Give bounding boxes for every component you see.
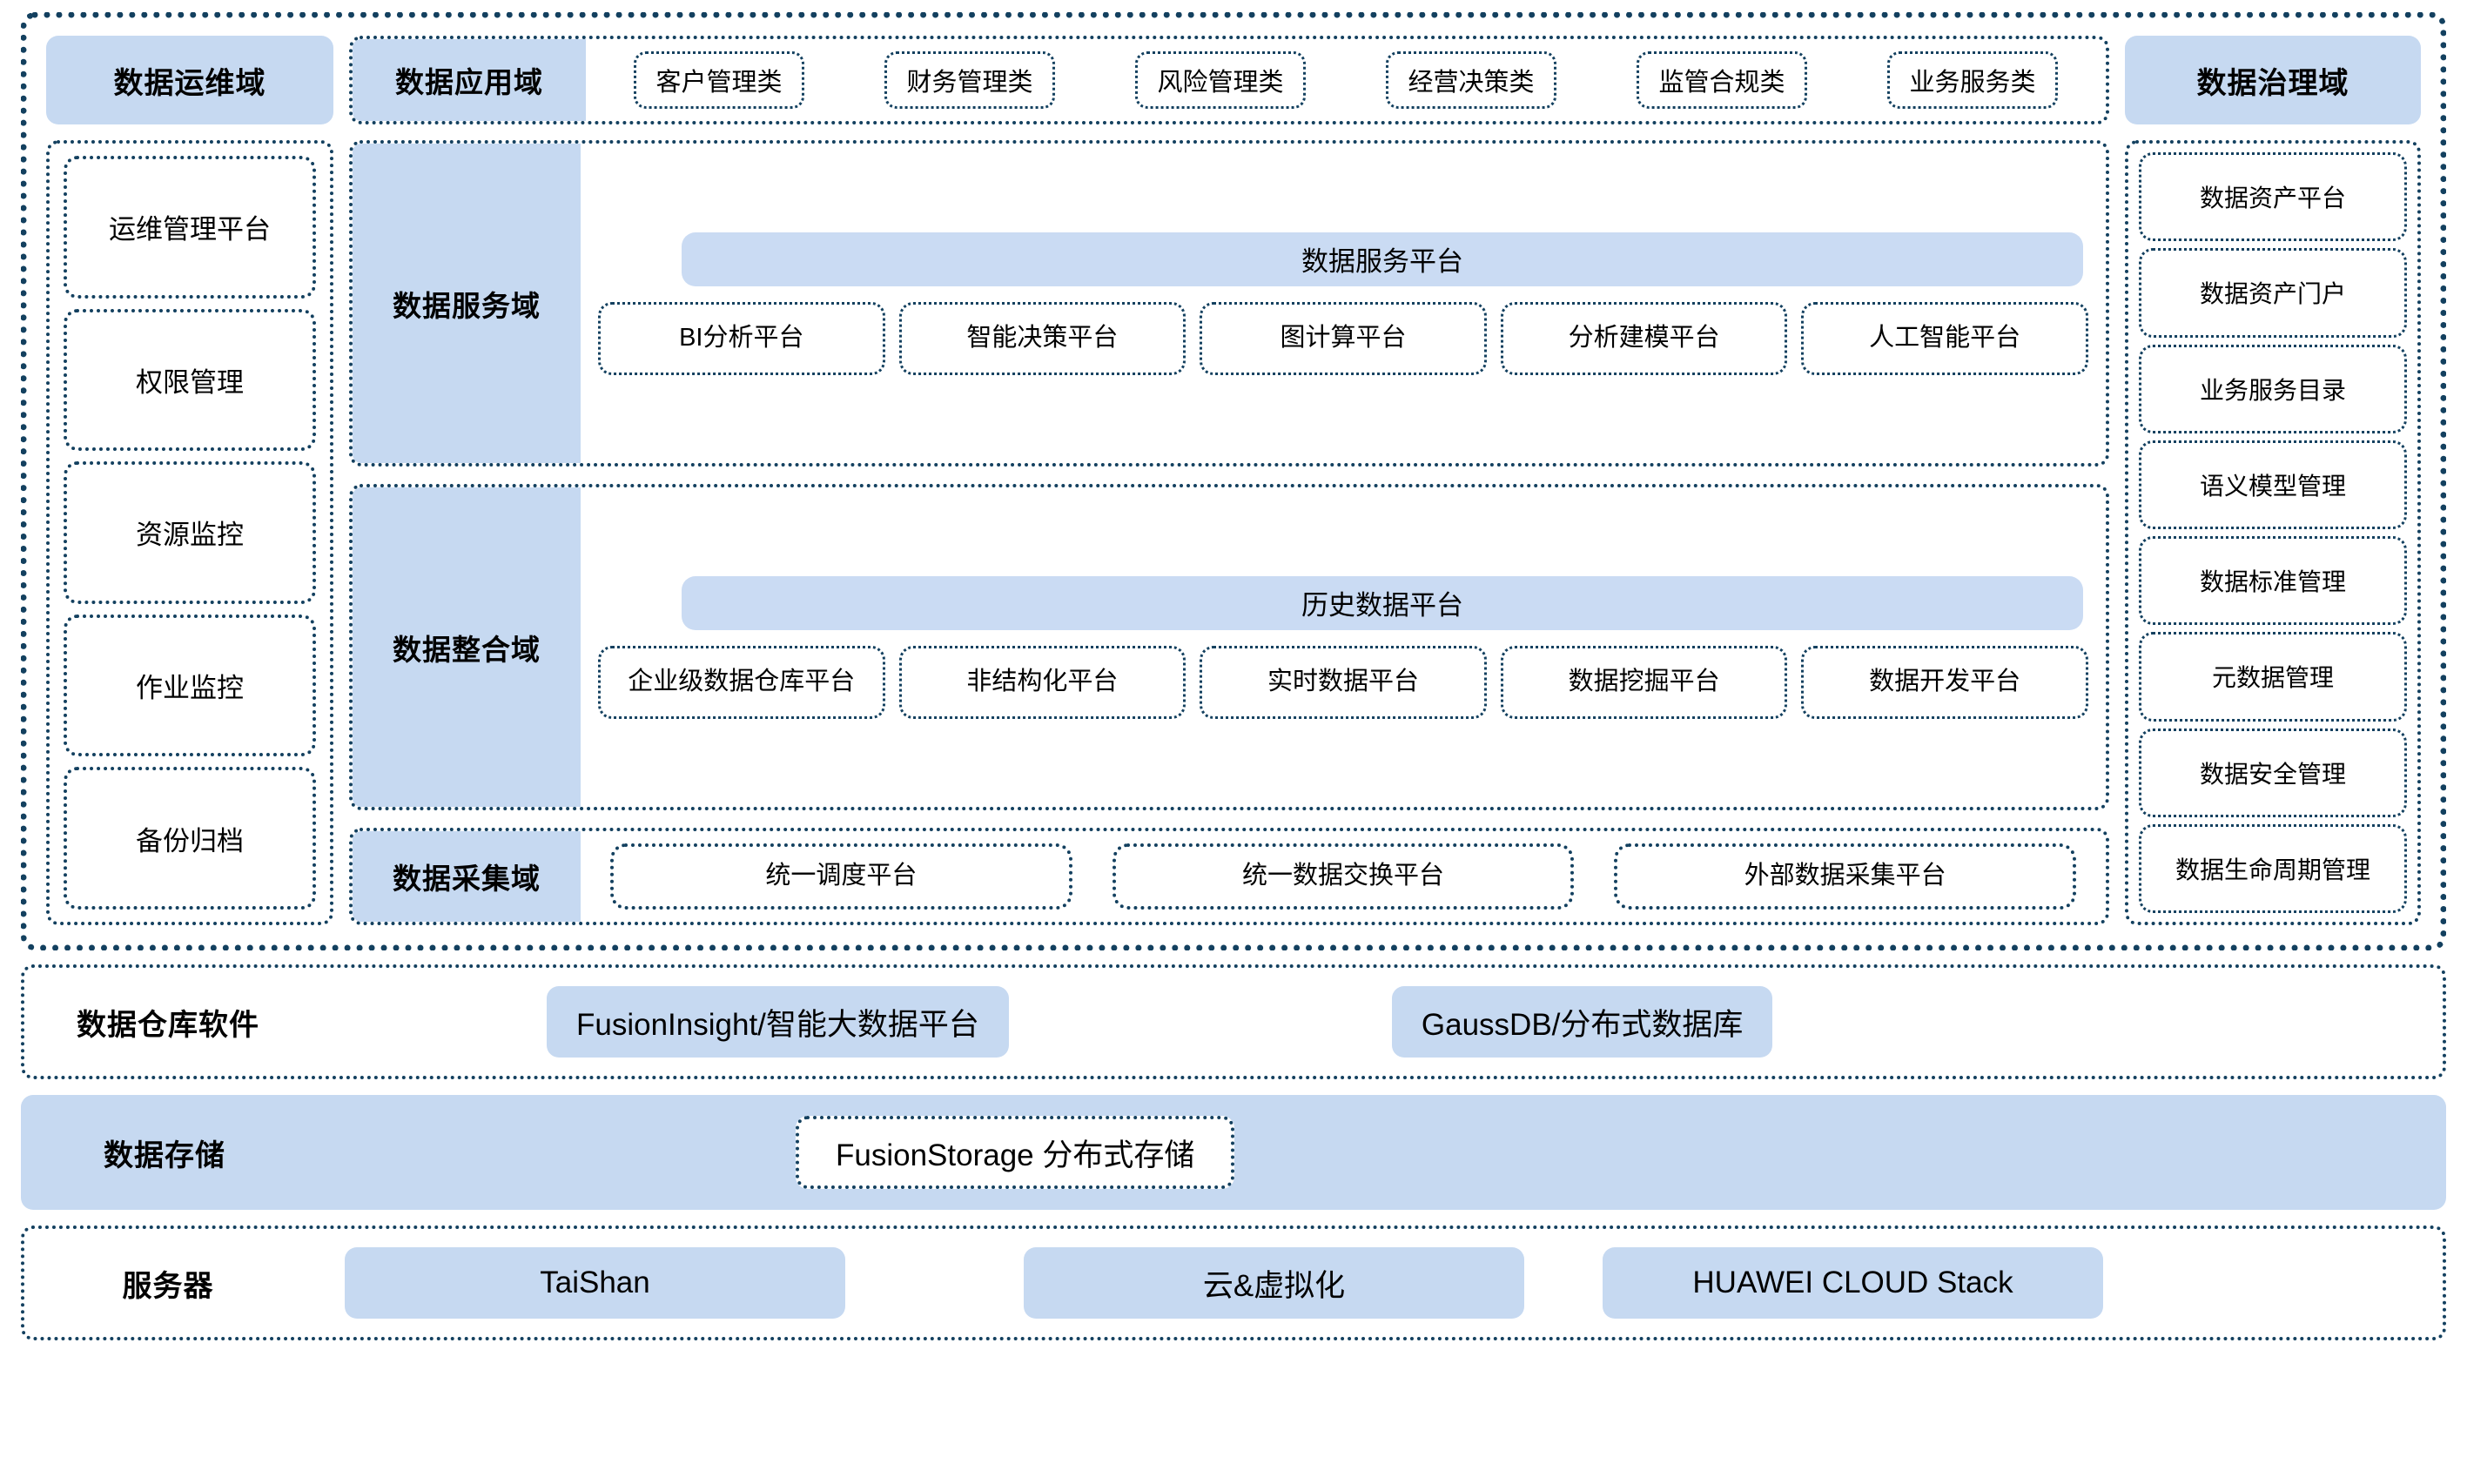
collection-chip[interactable]: 统一数据交换平台 [1112, 843, 1575, 910]
ops-domain-label: 数据运维域 [46, 36, 333, 124]
warehouse-item[interactable]: FusionInsight/智能大数据平台 [547, 986, 1009, 1058]
middle-band: 运维管理平台 权限管理 资源监控 作业监控 备份归档 数据服务域 数据服务平台 … [46, 140, 2421, 925]
collection-domain-chips: 统一调度平台 统一数据交换平台 外部数据采集平台 [598, 843, 2088, 910]
ops-item[interactable]: 权限管理 [64, 308, 316, 452]
app-chip[interactable]: 经营决策类 [1386, 51, 1556, 109]
service-domain-chips: BI分析平台 智能决策平台 图计算平台 分析建模平台 人工智能平台 [598, 301, 2088, 375]
service-chip[interactable]: 图计算平台 [1200, 301, 1487, 375]
warehouse-layer-title: 数据仓库软件 [77, 1008, 259, 1042]
warehouse-item[interactable]: GaussDB/分布式数据库 [1391, 986, 1773, 1058]
integration-chip[interactable]: 企业级数据仓库平台 [598, 645, 885, 719]
service-chip[interactable]: 人工智能平台 [1801, 301, 2088, 375]
app-chip[interactable]: 客户管理类 [634, 51, 804, 109]
integration-chip[interactable]: 数据挖掘平台 [1500, 645, 1788, 719]
collection-chip[interactable]: 外部数据采集平台 [1614, 843, 2077, 910]
application-domain-label: 数据应用域 [353, 39, 586, 121]
governance-column: 数据资产平台 数据资产门户 业务服务目录 语义模型管理 数据标准管理 元数据管理… [2125, 140, 2421, 925]
integration-domain-body: 历史数据平台 企业级数据仓库平台 非结构化平台 实时数据平台 数据挖掘平台 数据… [581, 487, 2106, 807]
governance-item[interactable]: 业务服务目录 [2139, 344, 2407, 433]
integration-domain-chips: 企业级数据仓库平台 非结构化平台 实时数据平台 数据挖掘平台 数据开发平台 [598, 645, 2088, 719]
governance-domain-label: 数据治理域 [2125, 36, 2421, 124]
server-item[interactable]: TaiShan [345, 1247, 845, 1319]
integration-chip[interactable]: 实时数据平台 [1200, 645, 1487, 719]
integration-domain-label: 数据整合域 [353, 487, 581, 807]
data-service-platform-bar: 数据服务平台 [682, 232, 2083, 286]
governance-item[interactable]: 数据资产平台 [2139, 152, 2407, 242]
collection-domain-row: 数据采集域 统一调度平台 统一数据交换平台 外部数据采集平台 [349, 828, 2109, 925]
governance-item[interactable]: 数据资产门户 [2139, 248, 2407, 338]
service-chip[interactable]: 智能决策平台 [898, 301, 1186, 375]
app-chip[interactable]: 监管合规类 [1637, 51, 1807, 109]
service-domain-row: 数据服务域 数据服务平台 BI分析平台 智能决策平台 图计算平台 分析建模平台 … [349, 140, 2109, 467]
collection-chip[interactable]: 统一调度平台 [610, 843, 1072, 910]
server-layer-body: TaiShan 云&虚拟化 HUAWEI CLOUD Stack [312, 1247, 2443, 1319]
platform-frame: 数据运维域 数据应用域 客户管理类 财务管理类 风险管理类 经营决策类 监管合规… [21, 12, 2446, 950]
ops-item[interactable]: 运维管理平台 [64, 156, 316, 299]
server-item[interactable]: 云&虚拟化 [1024, 1247, 1524, 1319]
ops-column: 运维管理平台 权限管理 资源监控 作业监控 备份归档 [46, 140, 333, 925]
server-layer: 服务器 TaiShan 云&虚拟化 HUAWEI CLOUD Stack [21, 1225, 2446, 1340]
server-item[interactable]: HUAWEI CLOUD Stack [1603, 1247, 2103, 1319]
app-chip[interactable]: 风险管理类 [1135, 51, 1306, 109]
warehouse-layer-body: FusionInsight/智能大数据平台 GaussDB/分布式数据库 [312, 986, 2443, 1058]
collection-domain-label: 数据采集域 [353, 831, 581, 922]
ops-item[interactable]: 作业监控 [64, 614, 316, 757]
integration-domain-row: 数据整合域 历史数据平台 企业级数据仓库平台 非结构化平台 实时数据平台 数据挖… [349, 484, 2109, 810]
top-band: 数据运维域 数据应用域 客户管理类 财务管理类 风险管理类 经营决策类 监管合规… [46, 36, 2421, 124]
warehouse-layer: 数据仓库软件 FusionInsight/智能大数据平台 GaussDB/分布式… [21, 964, 2446, 1079]
governance-item[interactable]: 元数据管理 [2139, 632, 2407, 722]
service-chip[interactable]: 分析建模平台 [1500, 301, 1788, 375]
governance-item[interactable]: 数据标准管理 [2139, 536, 2407, 626]
server-layer-title: 服务器 [122, 1269, 214, 1303]
service-chip[interactable]: BI分析平台 [598, 301, 885, 375]
integration-chip[interactable]: 数据开发平台 [1801, 645, 2088, 719]
storage-layer-title: 数据存储 [104, 1138, 225, 1172]
app-chip[interactable]: 业务服务类 [1887, 51, 2058, 109]
service-domain-body: 数据服务平台 BI分析平台 智能决策平台 图计算平台 分析建模平台 人工智能平台 [581, 144, 2106, 463]
collection-domain-body: 统一调度平台 统一数据交换平台 外部数据采集平台 [581, 831, 2106, 922]
application-domain-items: 客户管理类 财务管理类 风险管理类 经营决策类 监管合规类 业务服务类 [586, 39, 2106, 121]
governance-item[interactable]: 语义模型管理 [2139, 440, 2407, 529]
governance-item[interactable]: 数据生命周期管理 [2139, 823, 2407, 913]
app-chip[interactable]: 财务管理类 [884, 51, 1055, 109]
ops-item[interactable]: 资源监控 [64, 461, 316, 604]
center-stack: 数据服务域 数据服务平台 BI分析平台 智能决策平台 图计算平台 分析建模平台 … [349, 140, 2109, 925]
storage-layer-body: FusionStorage 分布式存储 [308, 1116, 2446, 1189]
storage-layer: 数据存储 FusionStorage 分布式存储 [21, 1095, 2446, 1210]
integration-chip[interactable]: 非结构化平台 [898, 645, 1186, 719]
governance-item[interactable]: 数据安全管理 [2139, 728, 2407, 817]
storage-item[interactable]: FusionStorage 分布式存储 [796, 1116, 1235, 1189]
lower-layers: 数据仓库软件 FusionInsight/智能大数据平台 GaussDB/分布式… [21, 964, 2446, 1340]
history-data-platform-bar: 历史数据平台 [682, 575, 2083, 630]
application-domain-box: 数据应用域 客户管理类 财务管理类 风险管理类 经营决策类 监管合规类 业务服务… [349, 36, 2109, 124]
ops-item[interactable]: 备份归档 [64, 767, 316, 910]
service-domain-label: 数据服务域 [353, 144, 581, 463]
